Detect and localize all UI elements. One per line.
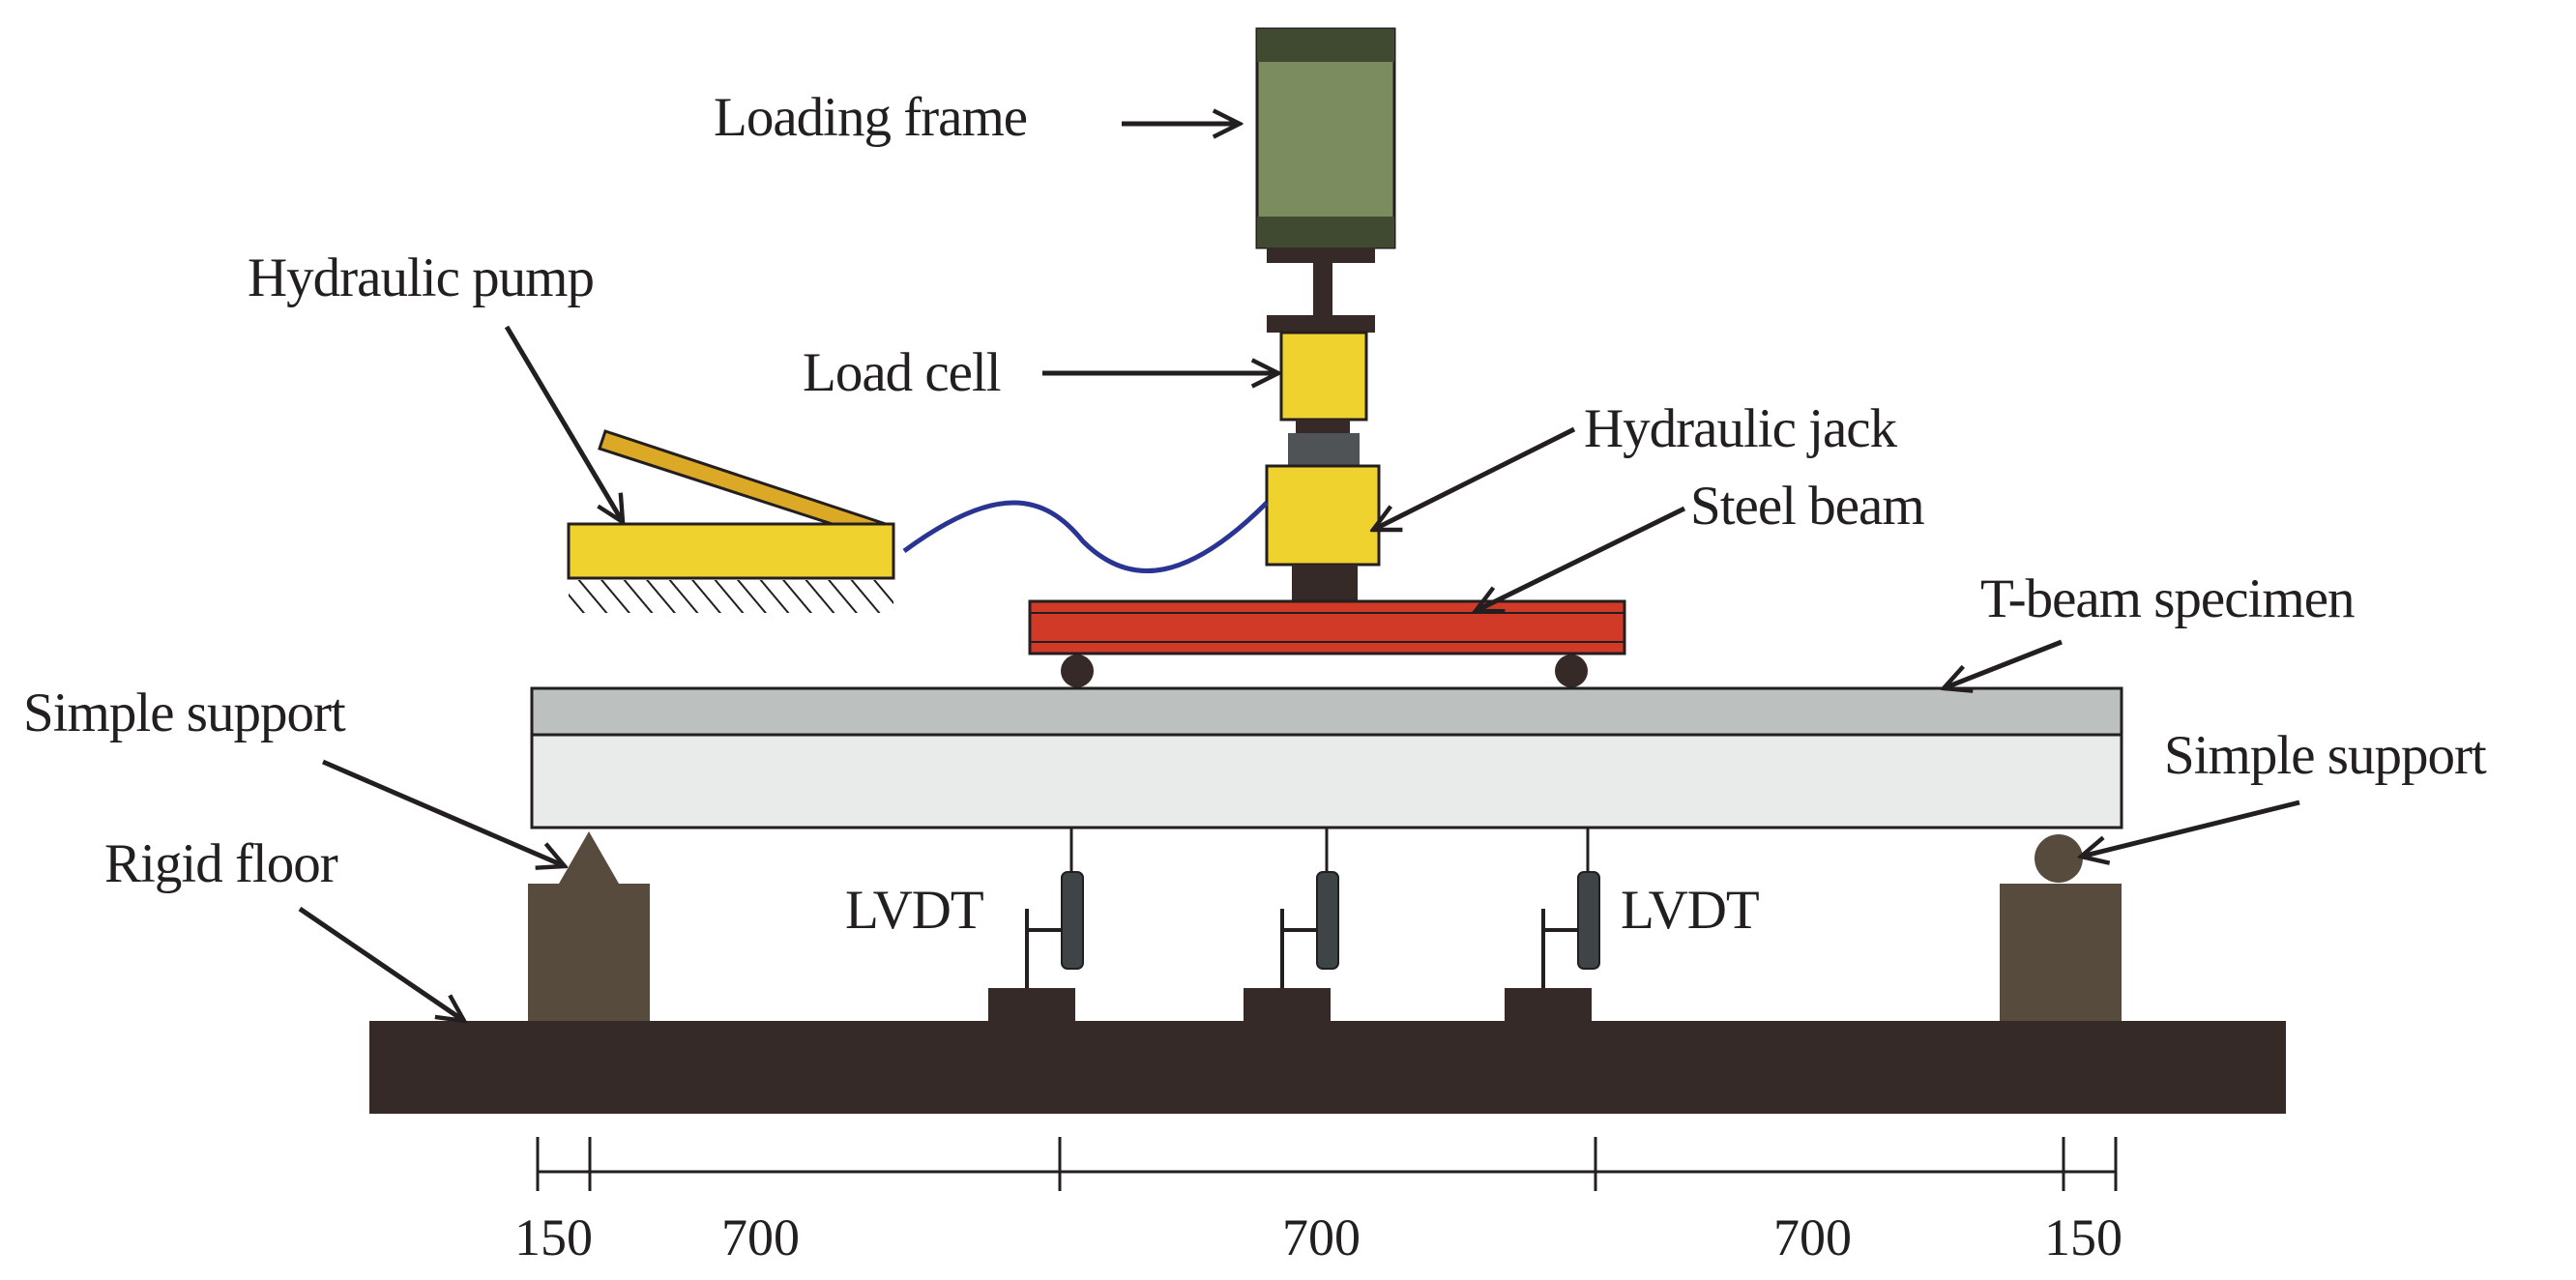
leader-arrows xyxy=(298,124,2300,1021)
dimension-150-right: 150 xyxy=(2044,1208,2122,1266)
label-hydraulic-jack: Hydraulic jack xyxy=(1584,398,1898,459)
dimension-150-left: 150 xyxy=(514,1208,593,1266)
label-load-cell: Load cell xyxy=(803,342,1001,403)
label-hydraulic-pump: Hydraulic pump xyxy=(248,247,594,308)
dimension-700-first: 700 xyxy=(721,1208,800,1266)
roller-left xyxy=(1061,655,1094,687)
load-cell xyxy=(1279,331,1368,466)
t-beam-specimen xyxy=(530,686,2123,829)
label-t-beam-specimen: T-beam specimen xyxy=(1980,568,2355,629)
label-lvdt-left: LVDT xyxy=(845,880,983,941)
dimension-700-middle: 700 xyxy=(1282,1208,1361,1266)
dimension-line xyxy=(536,1137,2118,1191)
loading-frame xyxy=(1255,27,1396,333)
lvdt-2 xyxy=(1244,828,1339,1023)
simple-support-right-block xyxy=(2000,834,2122,1021)
roller-right xyxy=(1555,655,1588,687)
hydraulic-pump xyxy=(567,429,895,613)
label-rigid-floor: Rigid floor xyxy=(104,833,338,894)
label-simple-support-left: Simple support xyxy=(23,683,346,743)
lvdt-3 xyxy=(1505,828,1600,1023)
lvdt-1 xyxy=(988,828,1084,1023)
dimension-700-last: 700 xyxy=(1773,1208,1852,1266)
rigid-floor xyxy=(369,1021,2286,1114)
label-simple-support-right: Simple support xyxy=(2164,725,2487,786)
hydraulic-hose xyxy=(902,500,1269,573)
hydraulic-jack xyxy=(1265,464,1381,601)
steel-beam xyxy=(1028,599,1626,687)
label-steel-beam: Steel beam xyxy=(1690,476,1924,537)
label-lvdt-right: LVDT xyxy=(1621,880,1759,941)
simple-support-left-block xyxy=(528,831,650,1021)
label-loading-frame: Loading frame xyxy=(714,87,1027,148)
